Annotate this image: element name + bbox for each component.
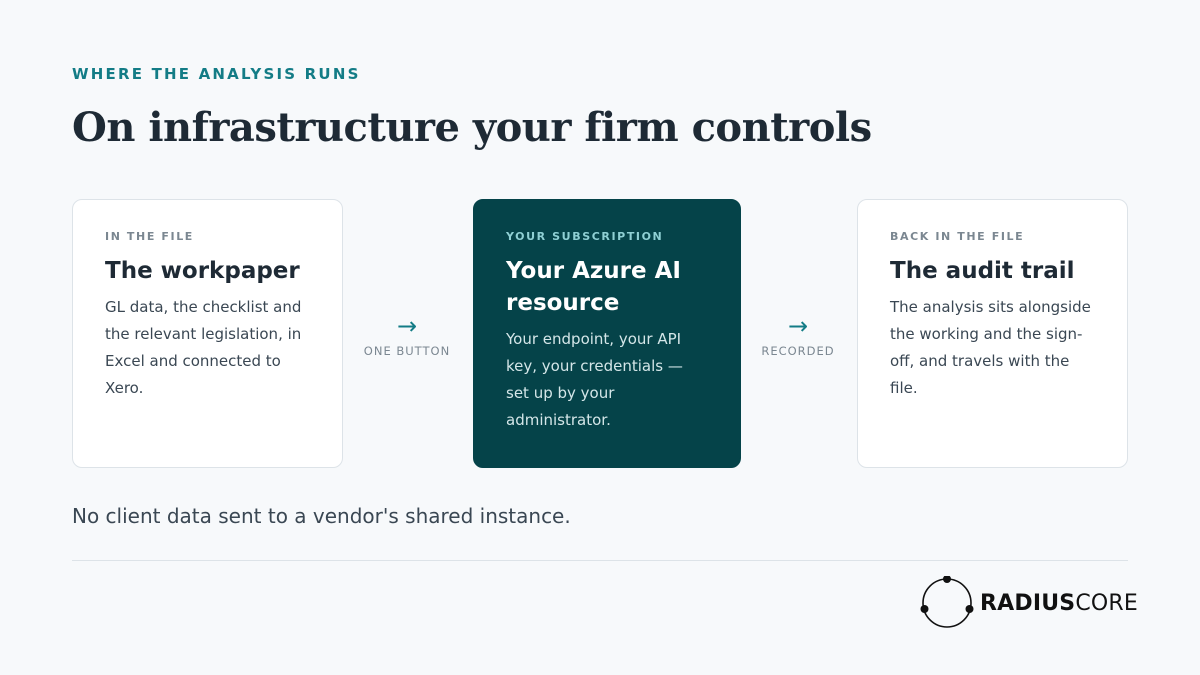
section-eyebrow: WHERE THE ANALYSIS RUNS [72, 65, 361, 83]
card-title: The audit trail [890, 258, 1075, 284]
card-audit-trail: BACK IN THE FILE The audit trail The ana… [857, 199, 1128, 468]
connector-label: ONE BUTTON [363, 344, 451, 358]
divider [72, 560, 1128, 561]
radius-orbit-logo-icon [920, 576, 974, 628]
footnote: No client data sent to a vendor's shared… [72, 504, 571, 528]
page-title: On infrastructure your firm controls [72, 104, 872, 151]
arrow-right-icon: → [396, 312, 418, 340]
card-azure-resource: YOUR SUBSCRIPTION Your Azure AI resource… [473, 199, 741, 468]
card-eyebrow: IN THE FILE [105, 230, 194, 243]
radiuscore-logo: RADIUSCORE [920, 576, 1138, 630]
card-body: Your endpoint, your API key, your creden… [506, 330, 683, 429]
card-body: GL data, the checklist and the relevant … [105, 298, 302, 397]
card-body: The analysis sits alongside the working … [890, 298, 1091, 397]
connector-one-button: → ONE BUTTON [352, 312, 462, 358]
connector-recorded: → RECORDED [743, 312, 853, 358]
card-title: Your Azure AI resource [506, 258, 681, 316]
card-title: The workpaper [105, 258, 300, 284]
card-workpaper: IN THE FILE The workpaper GL data, the c… [72, 199, 343, 468]
arrow-right-icon: → [787, 312, 809, 340]
logo-bold-text: RADIUS [980, 590, 1076, 616]
card-eyebrow: BACK IN THE FILE [890, 230, 1025, 243]
logo-regular-text: CORE [1075, 590, 1138, 616]
card-eyebrow: YOUR SUBSCRIPTION [506, 230, 664, 243]
logo-wordmark: RADIUSCORE [980, 591, 1138, 616]
connector-label: RECORDED [761, 344, 835, 358]
